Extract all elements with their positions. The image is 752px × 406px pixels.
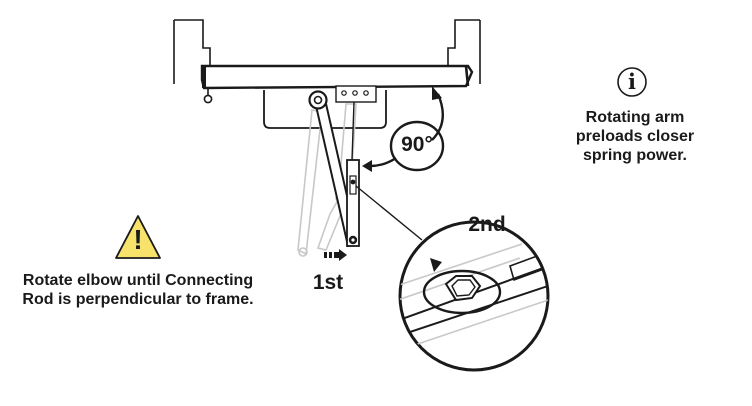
warning-glyph: !: [133, 224, 143, 255]
info-glyph: i: [628, 69, 636, 94]
connecting-rod: [346, 101, 360, 247]
info-caption: Rotating arm preloads closer spring powe…: [575, 109, 695, 164]
first-step-label: 1st: [312, 271, 344, 294]
door-frame: [173, 19, 481, 84]
warning-icon: [115, 215, 161, 259]
ninety-degree-indicator: [362, 86, 445, 172]
angle-label: 90°: [401, 133, 433, 156]
elbow-detail-view: [398, 220, 550, 372]
detail-leader-line: [355, 185, 423, 241]
warning-caption: Rotate elbow until Connecting Rod is per…: [22, 272, 254, 308]
closer-body: [200, 64, 474, 129]
first-step-arrow: [324, 249, 347, 261]
second-step-label: 2nd: [468, 213, 506, 236]
info-icon: [617, 67, 647, 97]
